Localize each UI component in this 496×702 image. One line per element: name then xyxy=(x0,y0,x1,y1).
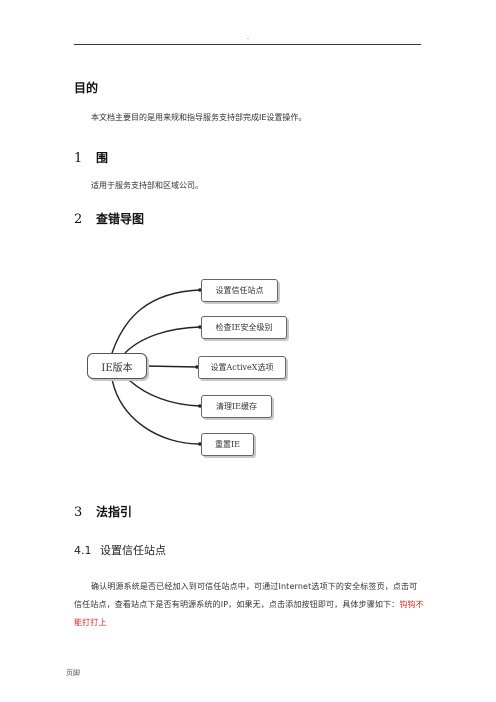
connector-end-clear-cache xyxy=(198,404,202,408)
connector-end-reset xyxy=(198,442,202,446)
mindmap-node-security-level: 检查IE安全级别 xyxy=(201,316,287,339)
scope-text: 适用于服务支持部和区域公司。 xyxy=(91,181,203,190)
header-rule xyxy=(74,44,421,45)
heading-trusted-sites-title: 设置信任站点 xyxy=(100,544,166,557)
connector-reset xyxy=(111,378,201,445)
heading-guide-title: 法指引 xyxy=(96,505,133,519)
heading-scope-number: 1 xyxy=(74,151,83,166)
purpose-text: 本文档主要目的是用来规和指导服务支持部完成IE设置操作。 xyxy=(91,113,307,122)
mindmap-node-trusted-sites: 设置信任站点 xyxy=(201,279,278,302)
footer-text: 页脚 xyxy=(66,669,80,677)
heading-mindmap: 2 查错导图 xyxy=(74,212,144,227)
connector-security-level xyxy=(124,326,201,354)
heading-mindmap-title: 查错导图 xyxy=(96,212,145,226)
connector-end-security-level xyxy=(198,325,202,329)
mindmap-node-clear-cache: 清理IE缓存 xyxy=(201,395,272,418)
heading-guide: 3 法指引 xyxy=(74,505,132,520)
mindmap-root-node: IE版本 xyxy=(87,353,147,379)
trusted-sites-text: 确认明源系统是否已经加入到可信任站点中，可通过Internet选项下的安全标签页… xyxy=(74,582,418,609)
trusted-sites-note: 钩钩不能打打上 xyxy=(74,600,424,627)
heading-guide-number: 3 xyxy=(74,505,83,520)
heading-trusted-sites-number: 4.1 xyxy=(74,544,92,557)
heading-mindmap-number: 2 xyxy=(74,212,83,227)
mindmap-node-reset: 重置IE xyxy=(201,433,254,456)
trusted-sites-paragraph: 确认明源系统是否已经加入到可信任站点中，可通过Internet选项下的安全标签页… xyxy=(74,578,424,632)
connector-trusted-sites xyxy=(111,289,201,354)
connector-clear-cache xyxy=(127,378,201,407)
connector-end-trusted-sites xyxy=(198,288,202,292)
connector-activex xyxy=(145,365,198,368)
mindmap-node-activex: 设置ActiveX选项 xyxy=(198,356,286,379)
heading-purpose-title: 目的 xyxy=(74,81,99,95)
header-mark: . xyxy=(246,33,250,41)
heading-trusted-sites: 4.1 设置信任站点 xyxy=(74,544,166,557)
heading-purpose: 目的 xyxy=(74,81,98,95)
heading-scope-title: 围 xyxy=(96,151,109,165)
connector-end-activex xyxy=(195,365,199,369)
